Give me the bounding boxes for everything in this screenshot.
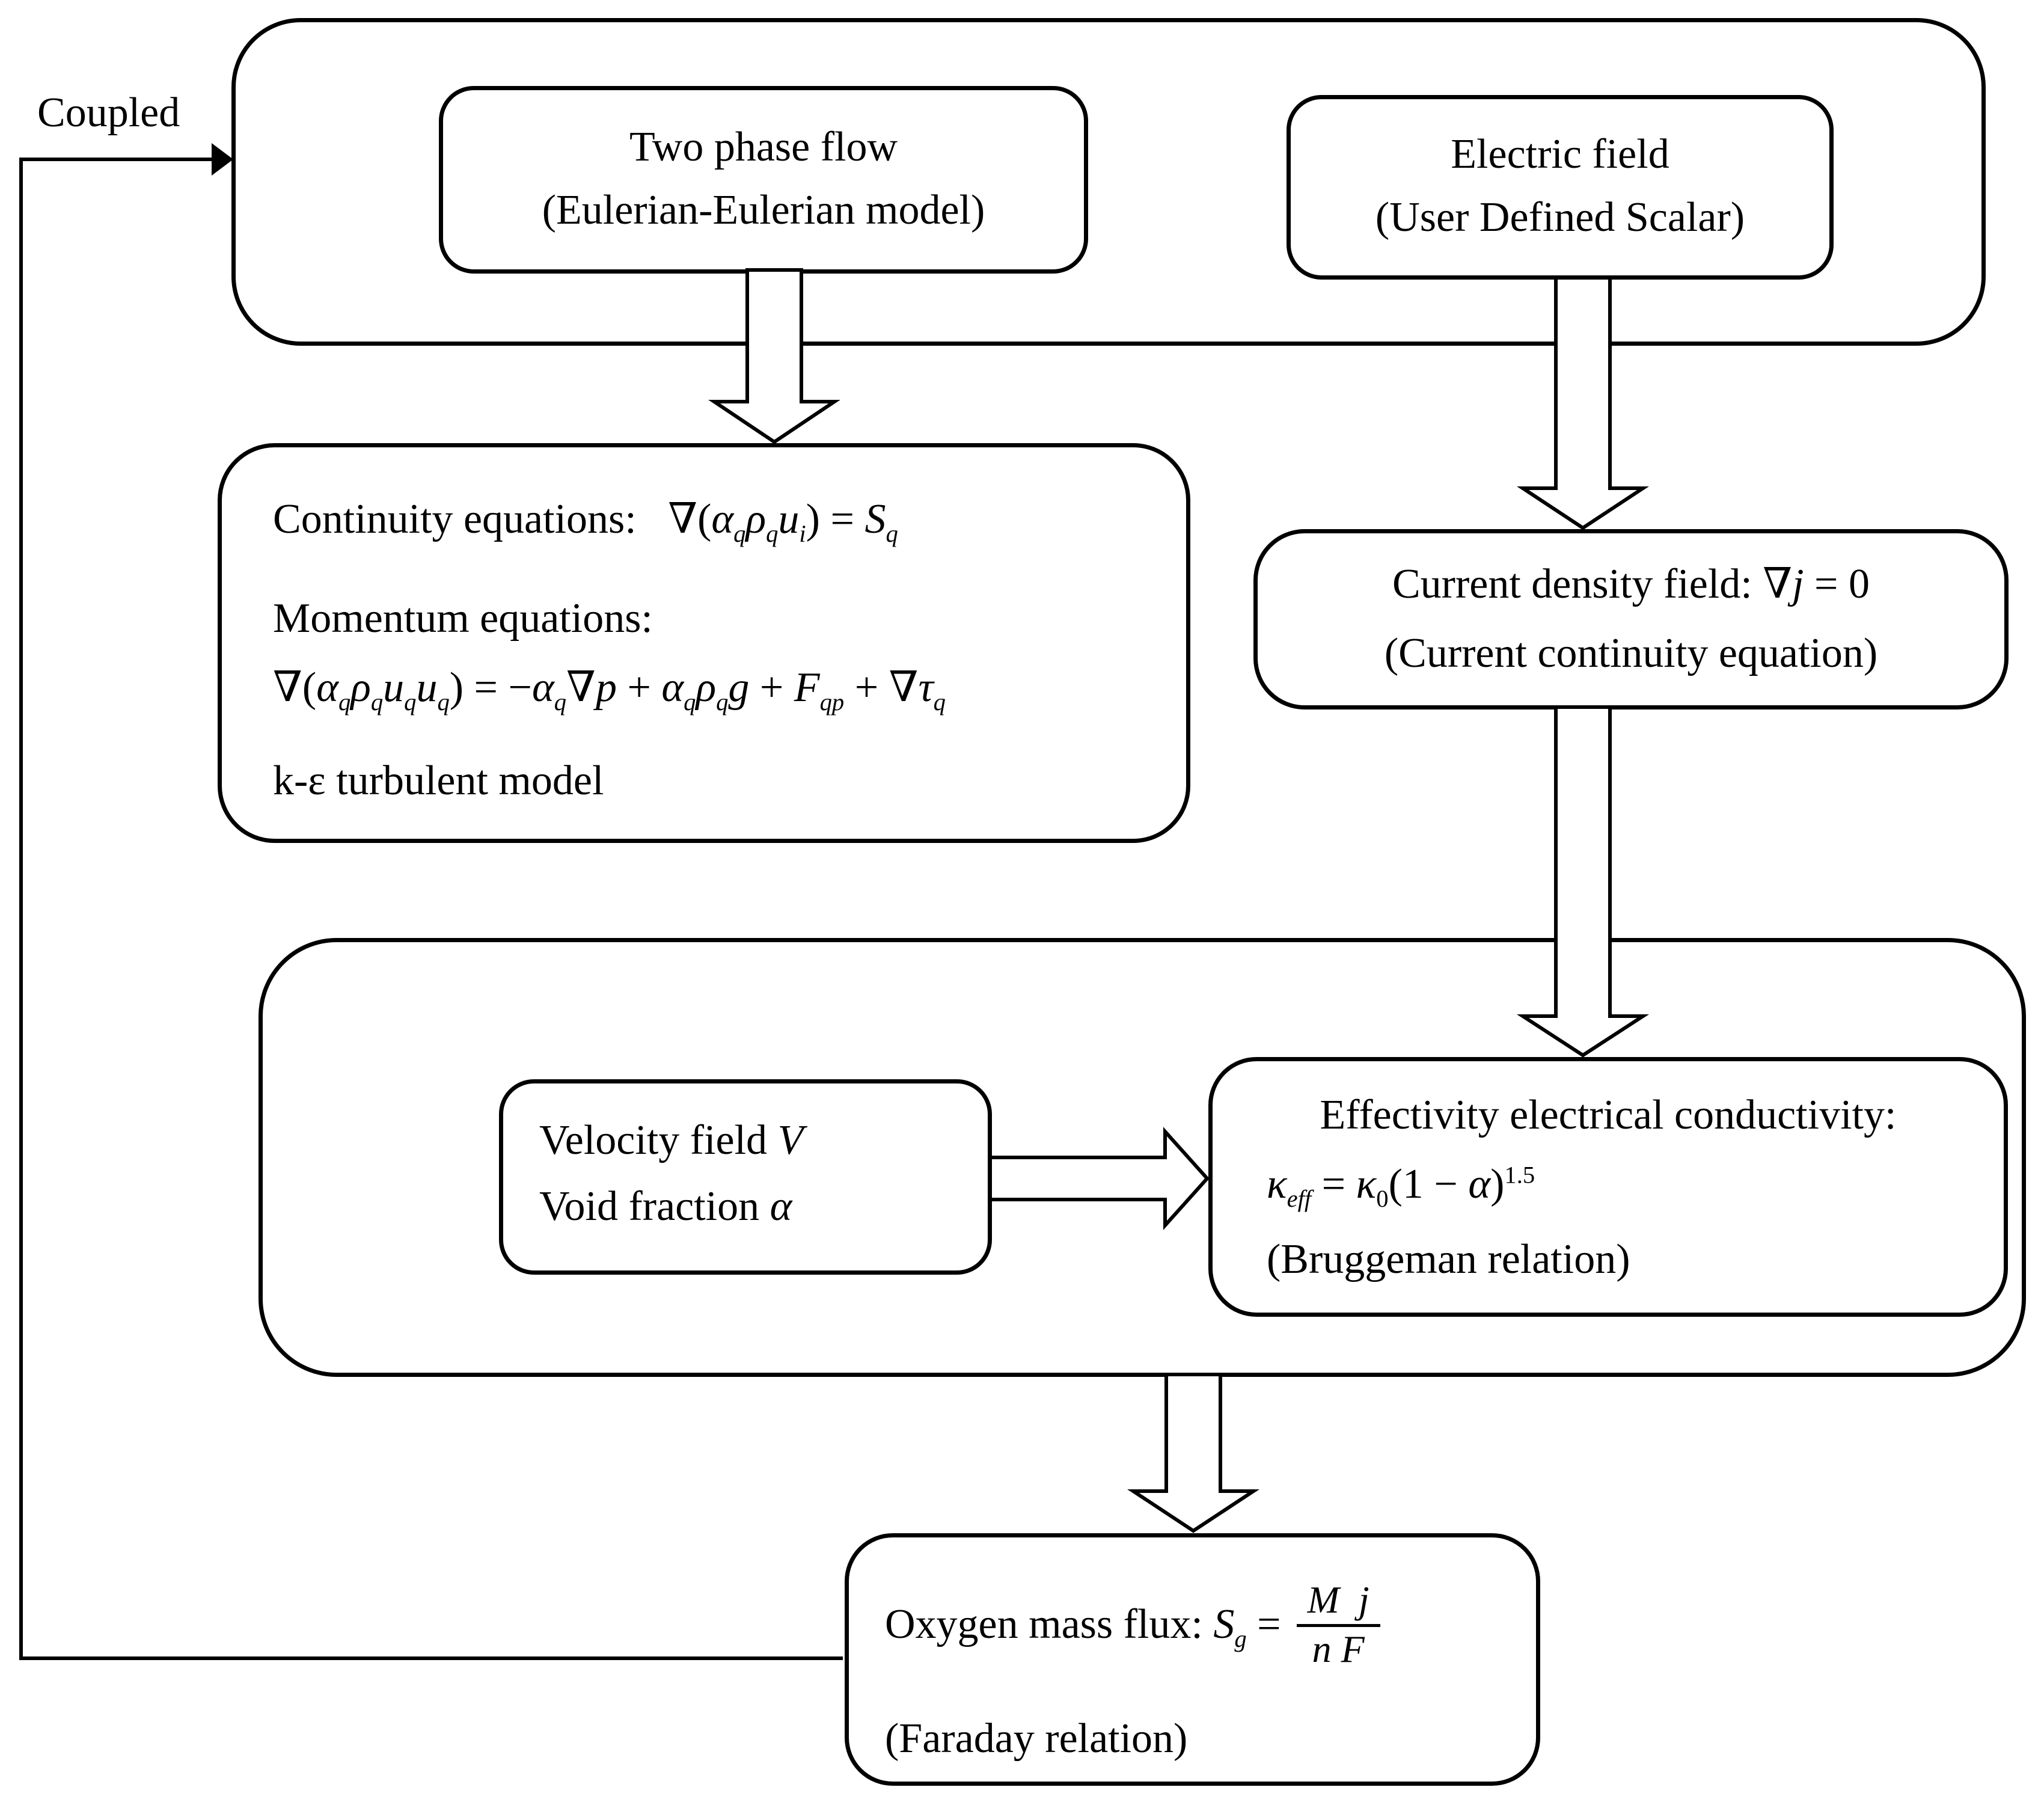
momentum-equations-label: Momentum equations: <box>273 595 653 642</box>
coupled-models-container <box>231 18 1986 346</box>
two-phase-flow-subtitle: (Eulerian-Eulerian model) <box>542 187 985 233</box>
oxygen-mass-flux-box: Oxygen mass flux: Sg = M j n F (Faraday … <box>845 1533 1540 1786</box>
oxygen-mass-flux-label: Oxygen mass flux: Sg = <box>885 1601 1281 1652</box>
two-phase-flow-title: Two phase flow <box>629 124 898 170</box>
bruggeman-equation-line: κeff = κ0(1 − α)1.5 <box>1267 1161 1535 1212</box>
arrow-results-to-oxygen-icon <box>1127 1373 1259 1533</box>
faraday-relation-note: (Faraday relation) <box>885 1715 1188 1762</box>
current-density-title: Current density field: ∇j = 0 <box>1392 561 1870 607</box>
arrow-velocity-to-conductivity-icon <box>988 1127 1210 1230</box>
flow-equations-box: Continuity equations: ∇(αqρqui) = Sq Mom… <box>218 443 1190 843</box>
electric-field-subtitle: (User Defined Scalar) <box>1375 194 1745 241</box>
effective-conductivity-box: Effectivity electrical conductivity: κef… <box>1208 1057 2008 1317</box>
current-density-box: Current density field: ∇j = 0 (Current c… <box>1253 529 2009 709</box>
effective-conductivity-title: Effectivity electrical conductivity: <box>1320 1092 1897 1138</box>
faraday-fraction: M j n F <box>1296 1578 1380 1670</box>
coupled-arrowhead-icon <box>212 143 233 176</box>
feedback-loop-line <box>19 158 843 1660</box>
electric-field-title: Electric field <box>1451 131 1669 177</box>
arrow-current-density-to-conductivity-icon <box>1516 705 1650 1058</box>
turbulence-model-line: k-ε turbulent model <box>273 758 604 804</box>
velocity-field-line: Velocity field V <box>539 1117 804 1163</box>
current-density-subtitle: (Current continuity equation) <box>1384 630 1878 676</box>
momentum-equation-line: ∇(αqρququq) = −αq∇p + αqρqg + Fqp + ∇τq <box>273 664 946 716</box>
arrow-two-phase-to-equations-icon <box>708 268 840 444</box>
coupled-label: Coupled <box>37 90 180 136</box>
arrow-electric-to-current-density-icon <box>1517 276 1649 530</box>
faraday-fraction-denominator: n F <box>1312 1627 1365 1670</box>
faraday-fraction-numerator: M j <box>1296 1578 1380 1627</box>
electric-field-box: Electric field (User Defined Scalar) <box>1287 95 1834 280</box>
velocity-void-fraction-box: Velocity field V Void fraction α <box>499 1079 992 1275</box>
void-fraction-line: Void fraction α <box>539 1183 792 1230</box>
results-container <box>259 938 2026 1377</box>
oxygen-mass-flux-line: Oxygen mass flux: Sg = M j n F <box>885 1571 1380 1679</box>
bruggeman-relation-note: (Bruggeman relation) <box>1267 1236 1630 1282</box>
continuity-equation-line: Continuity equations: ∇(αqρqui) = Sq <box>273 496 898 547</box>
